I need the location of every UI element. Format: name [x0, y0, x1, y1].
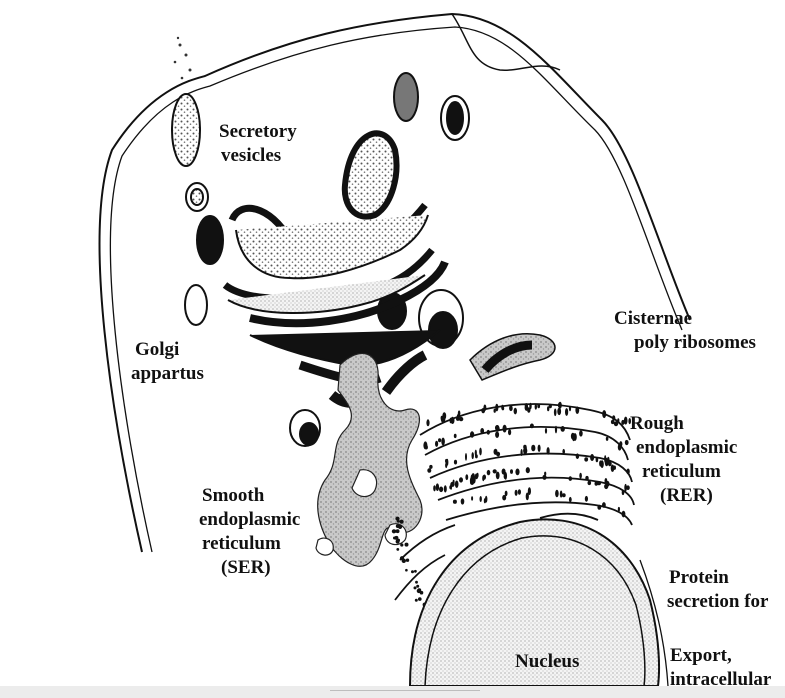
label-golgi-apparatus: Golgi appartus [131, 338, 204, 386]
label-line: poly ribosomes [614, 331, 756, 355]
label-line: Smooth [199, 484, 300, 508]
label-line: appartus [131, 362, 204, 386]
bottom-divider [330, 690, 480, 691]
label-line: reticulum [630, 460, 737, 484]
label-line: Cisternae [614, 307, 756, 331]
exocytosis-vesicle [172, 37, 200, 166]
label-line: secretion for [667, 590, 768, 614]
label-line: endoplasmic [630, 436, 737, 460]
label-line: vesicles [219, 144, 297, 168]
label-export-intracellular: Export, intracellular [670, 644, 771, 692]
label-smooth-er: Smooth endoplasmic reticulum (SER) [199, 484, 300, 580]
label-nucleus: Nucleus [515, 650, 579, 674]
label-rough-er: Rough endoplasmic reticulum (RER) [630, 412, 737, 508]
cisternae [470, 334, 555, 380]
golgi-stack [225, 133, 445, 402]
label-line: Golgi [131, 338, 204, 362]
bottom-strip [0, 686, 785, 698]
label-line: Protein [667, 566, 768, 590]
label-line: Export, [670, 644, 771, 668]
label-line: reticulum [199, 532, 300, 556]
label-line: Secretory [219, 120, 297, 144]
smooth-er [316, 353, 422, 566]
label-line: (RER) [630, 484, 737, 508]
label-protein-secretion: Protein secretion for [667, 566, 768, 614]
label-line: (SER) [199, 556, 300, 580]
label-secretory-vesicles: Secretory vesicles [219, 120, 297, 168]
label-cisternae: Cisternae poly ribosomes [614, 307, 756, 355]
label-line: endoplasmic [199, 508, 300, 532]
label-line: Rough [630, 412, 737, 436]
